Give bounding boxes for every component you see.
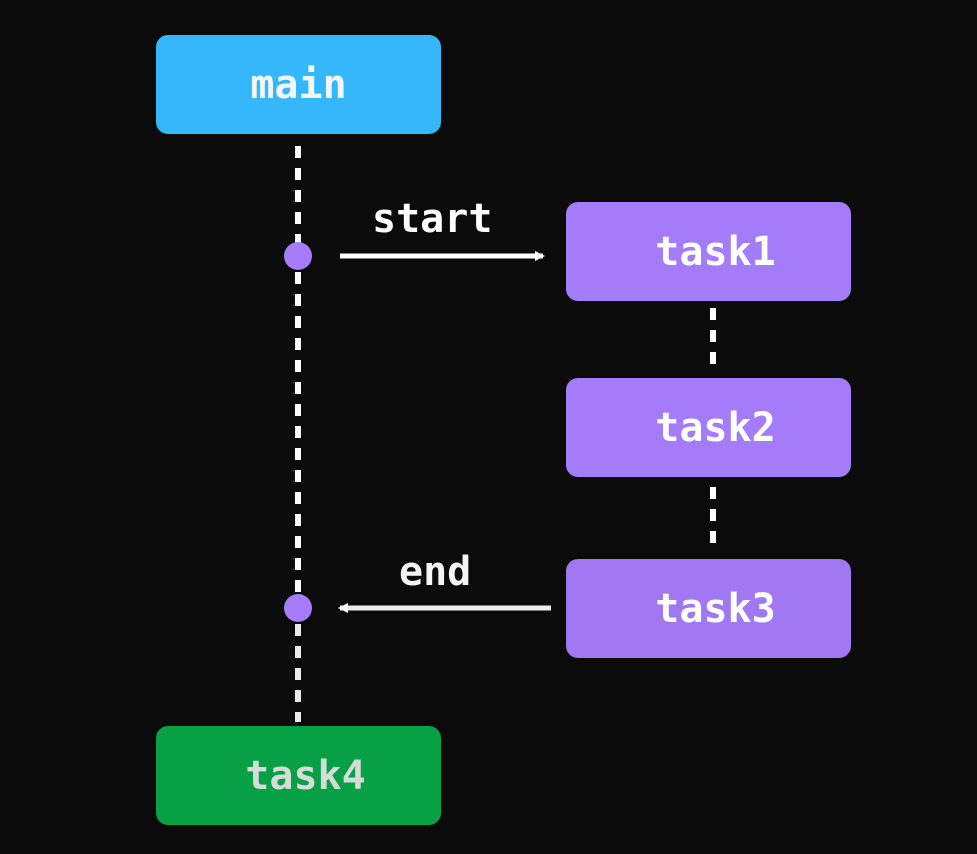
node-main: main: [156, 35, 441, 134]
edge-label-start: start: [372, 196, 493, 242]
node-main-label: main: [250, 61, 347, 108]
node-task3-label: task3: [655, 585, 776, 632]
edge-label-end: end: [399, 549, 472, 595]
node-task2: task2: [566, 378, 851, 477]
node-task1-label: task1: [655, 228, 776, 275]
end-dot: [284, 594, 312, 622]
start-dot: [284, 242, 312, 270]
node-task1: task1: [566, 202, 851, 301]
node-task4-label: task4: [245, 752, 366, 799]
node-task4: task4: [156, 726, 441, 825]
node-task2-label: task2: [655, 404, 776, 451]
node-task3: task3: [566, 559, 851, 658]
